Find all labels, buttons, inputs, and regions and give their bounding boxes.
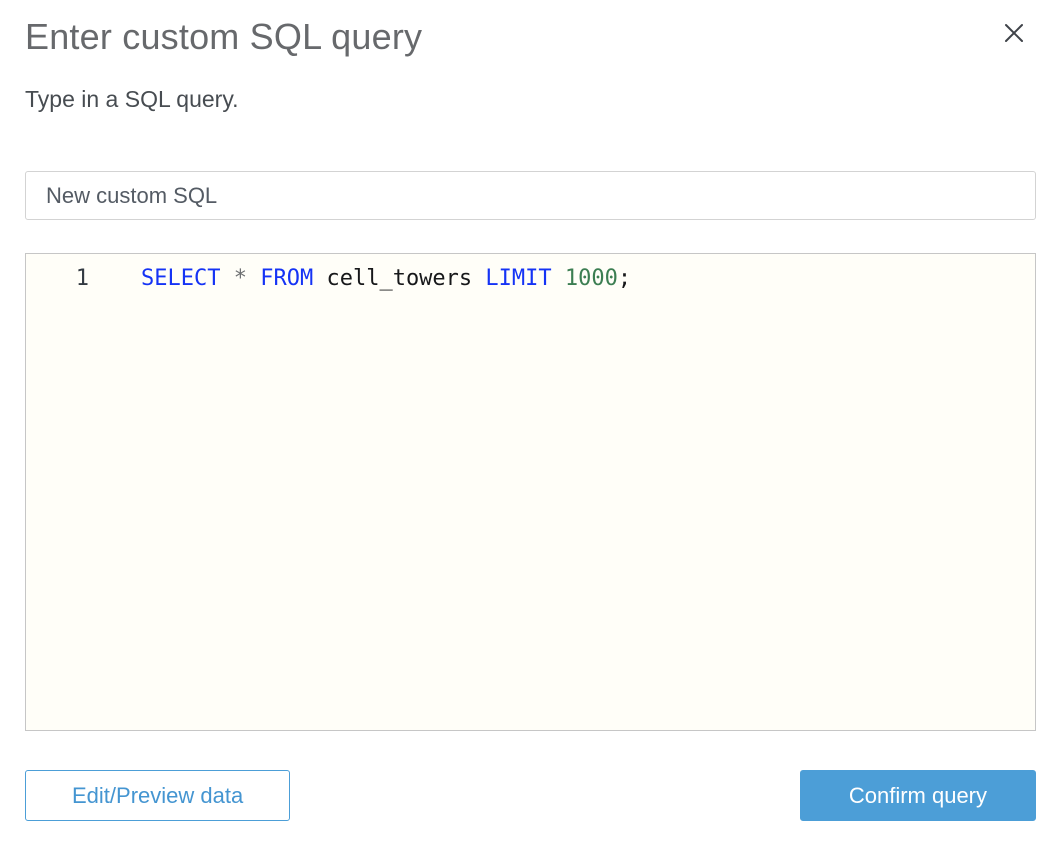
line-number: 1 <box>75 266 89 291</box>
dialog-title: Enter custom SQL query <box>25 16 423 57</box>
code-line: 1 SELECT * FROM cell_towers LIMIT 1000; <box>26 263 1035 294</box>
edit-preview-data-button[interactable]: Edit/Preview data <box>25 770 291 821</box>
dialog-subtitle: Type in a SQL query. <box>25 86 239 112</box>
close-button[interactable] <box>1001 20 1027 46</box>
confirm-query-button[interactable]: Confirm query <box>799 770 1036 821</box>
close-icon <box>1003 24 1025 47</box>
custom-sql-name-input[interactable] <box>25 171 1036 220</box>
dialog-footer: Edit/Preview data Confirm query <box>25 770 1036 821</box>
code-text: SELECT * FROM cell_towers LIMIT 1000; <box>141 266 632 291</box>
sql-code-editor[interactable]: 1 SELECT * FROM cell_towers LIMIT 1000; <box>25 253 1036 731</box>
